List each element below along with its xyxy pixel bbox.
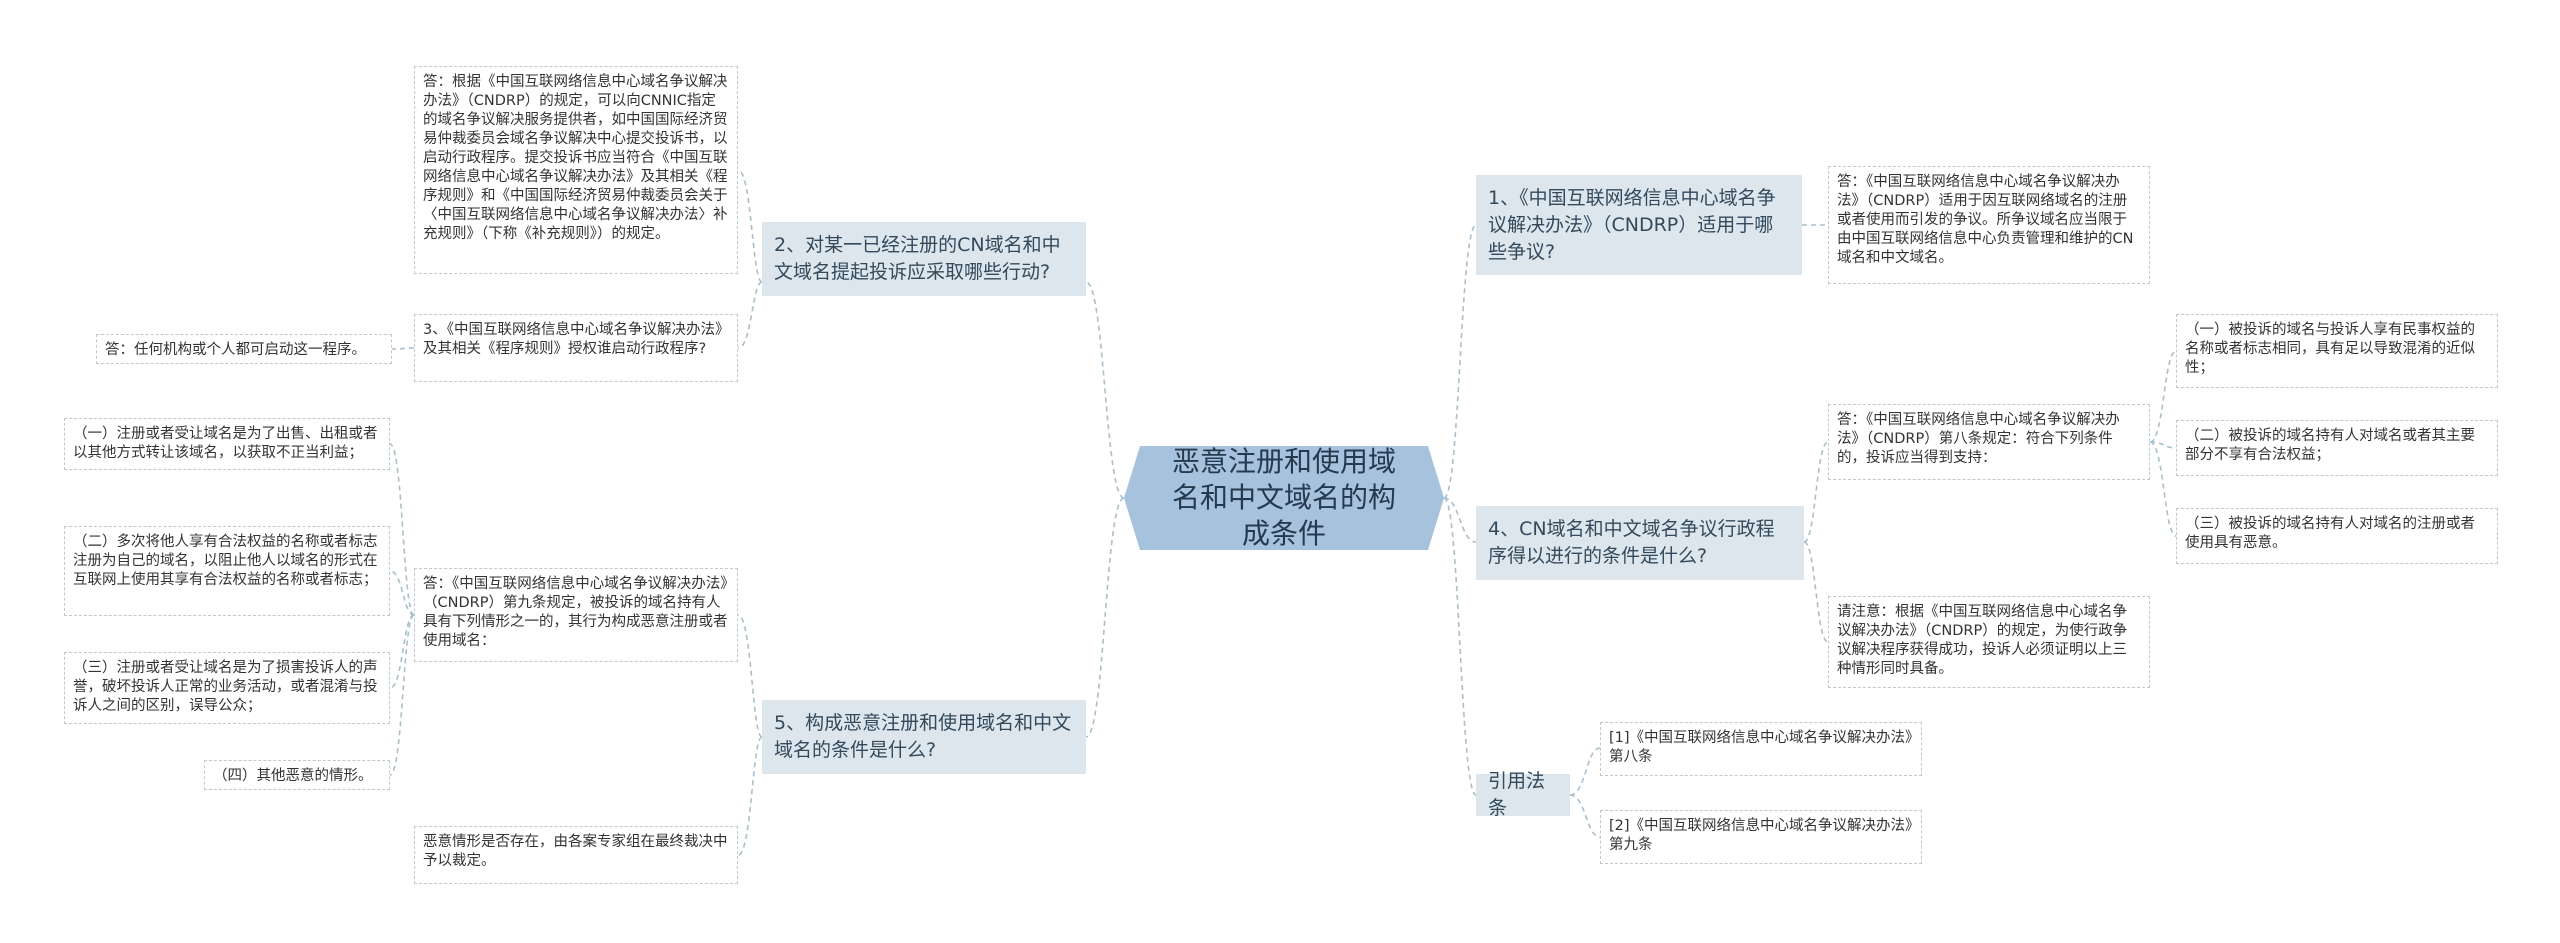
root-topic[interactable]: 恶意注册和使用域名和中文域名的构成条件	[1124, 446, 1444, 550]
case-item-1[interactable]: （一）注册或者受让域名是为了出售、出租或者以其他方式转让该域名，以获取不正当利益…	[64, 418, 390, 470]
link-root-refs	[1443, 497, 1477, 796]
case-item-4[interactable]: （四）其他恶意的情形。	[204, 760, 390, 790]
answer-q5[interactable]: 答：《中国互联网络信息中心域名争议解决办法》（CNDRP）第九条规定，被投诉的域…	[414, 568, 738, 662]
link-q5-note	[737, 736, 763, 856]
answer-q3[interactable]: 答：任何机构或个人都可启动这一程序。	[96, 334, 392, 364]
case-item-3[interactable]: （三）注册或者受让域名是为了损害投诉人的声誉，破坏投诉人正常的业务活动，或者混淆…	[64, 652, 390, 724]
link-answer-case2	[389, 570, 415, 616]
link-q2-answer	[737, 169, 763, 283]
link-answer-cond2	[2149, 441, 2177, 449]
topic-q2-complaint-actions[interactable]: 2、对某一已经注册的CN域名和中文域名提起投诉应采取哪些行动?	[762, 222, 1086, 296]
answer-q2[interactable]: 答：根据《中国互联网络信息中心域名争议解决办法》（CNDRP）的规定，可以向CN…	[414, 66, 738, 274]
topic-q3-who-initiates[interactable]: 3、《中国互联网络信息中心域名争议解决办法》及其相关《程序规则》授权谁启动行政程…	[414, 314, 738, 382]
case-item-2[interactable]: （二）多次将他人享有合法权益的名称或者标志注册为自己的域名，以阻止他人以域名的形…	[64, 526, 390, 616]
link-answer-case1	[389, 443, 415, 616]
link-root-q2	[1085, 281, 1125, 499]
condition-item-3[interactable]: （三）被投诉的域名持有人对域名的注册或者使用具有恶意。	[2176, 508, 2498, 564]
answer-q4[interactable]: 答：《中国互联网络信息中心域名争议解决办法》（CNDRP）第八条规定：符合下列条…	[1828, 404, 2150, 480]
link-refs-1	[1569, 747, 1601, 796]
link-answer-case3	[389, 614, 415, 689]
topic-q4-procedure-conditions[interactable]: 4、CN域名和中文域名争议行政程序得以进行的条件是什么?	[1476, 506, 1804, 580]
note-q4[interactable]: 请注意：根据《中国互联网络信息中心域名争议解决办法》（CNDRP）的规定，为使行…	[1828, 596, 2150, 688]
topic-q1-cndrp-scope[interactable]: 1、《中国互联网络信息中心域名争议解决办法》（CNDRP）适用于哪些争议?	[1476, 175, 1802, 275]
link-answer-cond1	[2149, 350, 2177, 443]
link-q3-answer	[391, 347, 415, 350]
reference-item-2[interactable]: [2]《中国互联网络信息中心域名争议解决办法》第九条	[1600, 810, 1922, 864]
topic-cited-provisions[interactable]: 引用法条	[1476, 770, 1570, 819]
link-root-q5	[1085, 497, 1125, 738]
link-answer-case4	[389, 614, 415, 776]
condition-item-2[interactable]: （二）被投诉的域名持有人对域名或者其主要部分不享有合法权益；	[2176, 420, 2498, 476]
link-q4-note	[1803, 541, 1829, 643]
link-q4-answer	[1803, 441, 1829, 543]
link-root-q4	[1443, 497, 1477, 543]
link-answer-cond3	[2149, 441, 2177, 537]
link-refs-2	[1569, 794, 1601, 838]
link-q5-answer	[737, 614, 763, 738]
reference-item-1[interactable]: [1]《中国互联网络信息中心域名争议解决办法》第八条	[1600, 722, 1922, 776]
answer-q1[interactable]: 答：《中国互联网络信息中心域名争议解决办法》（CNDRP）适用于因互联网络域名的…	[1828, 166, 2150, 284]
topic-q5-bad-faith-conditions[interactable]: 5、构成恶意注册和使用域名和中文域名的条件是什么?	[762, 700, 1086, 774]
link-root-q1	[1443, 224, 1477, 499]
condition-item-1[interactable]: （一）被投诉的域名与投诉人享有民事权益的名称或者标志相同，具有足以导致混淆的近似…	[2176, 314, 2498, 388]
note-q5[interactable]: 恶意情形是否存在，由各案专家组在最终裁决中予以裁定。	[414, 826, 738, 884]
link-q2-q3	[737, 281, 763, 349]
